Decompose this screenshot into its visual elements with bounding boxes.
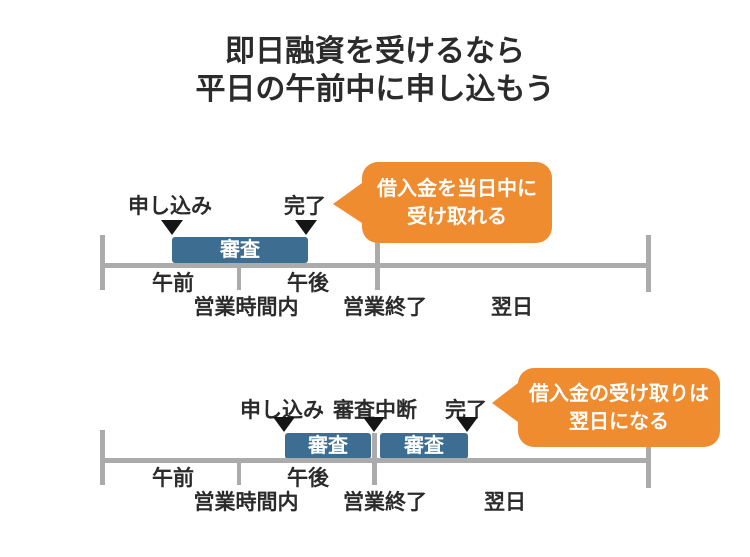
timeline-tick-business-close xyxy=(375,235,380,290)
axis-label-business-hours: 営業時間内 xyxy=(193,296,299,319)
axis-label-afternoon: 午後 xyxy=(287,272,329,295)
callout-text: 借入金の受け取りは 翌日になる xyxy=(518,368,720,436)
marker-triangle-complete-icon xyxy=(295,220,317,235)
timeline-tick-noon xyxy=(237,463,241,485)
screening-bar-day1: 審査 xyxy=(285,433,371,459)
event-label-apply: 申し込み xyxy=(240,399,324,422)
event-label-complete: 完了 xyxy=(445,399,487,422)
axis-label-next-day: 翌日 xyxy=(484,491,526,514)
axis-label-morning: 午前 xyxy=(152,467,194,490)
timeline-tick-end xyxy=(646,433,651,488)
axis-label-next-day: 翌日 xyxy=(491,296,533,319)
marker-triangle-complete-icon xyxy=(456,417,478,432)
marker-triangle-paused-icon xyxy=(363,417,385,432)
callout-same-day: 借入金を当日中に 受け取れる xyxy=(333,162,552,243)
callout-text-line2: 受け取れる xyxy=(407,206,507,228)
callout-text-line1: 借入金を当日中に xyxy=(377,178,537,200)
marker-triangle-apply-icon xyxy=(273,417,295,432)
screening-bar-day2: 審査 xyxy=(380,433,468,459)
axis-label-business-close: 営業終了 xyxy=(343,296,427,319)
page-title-line1: 即日融資を受けるなら xyxy=(225,35,525,68)
event-label-apply: 申し込み xyxy=(128,195,212,218)
callout-text-line2: 翌日になる xyxy=(569,411,669,433)
page-title-line2: 平日の午前中に申し込もう xyxy=(195,73,555,106)
event-label-complete: 完了 xyxy=(284,195,326,218)
axis-label-business-hours: 営業時間内 xyxy=(193,491,299,514)
screening-bar: 審査 xyxy=(172,237,308,263)
axis-label-morning: 午前 xyxy=(152,272,194,295)
timeline-tick-noon xyxy=(237,268,241,290)
axis-label-afternoon: 午後 xyxy=(287,467,329,490)
callout-text: 借入金を当日中に 受け取れる xyxy=(362,162,552,231)
callout-tail-icon xyxy=(492,383,518,422)
event-label-screening-paused: 審査中断 xyxy=(333,399,417,422)
marker-triangle-apply-icon xyxy=(161,220,183,235)
callout-tail-icon xyxy=(333,183,362,223)
timeline-tick-business-close xyxy=(372,433,377,485)
callout-text-line1: 借入金の受け取りは xyxy=(529,383,709,405)
timeline-tick-start xyxy=(100,235,105,290)
callout-next-day: 借入金の受け取りは 翌日になる xyxy=(492,368,720,447)
page-title: 即日融資を受けるなら 平日の午前中に申し込もう xyxy=(0,33,750,109)
timeline-tick-start xyxy=(100,430,105,485)
axis-label-business-close: 営業終了 xyxy=(343,491,427,514)
timeline-tick-end xyxy=(646,235,651,292)
